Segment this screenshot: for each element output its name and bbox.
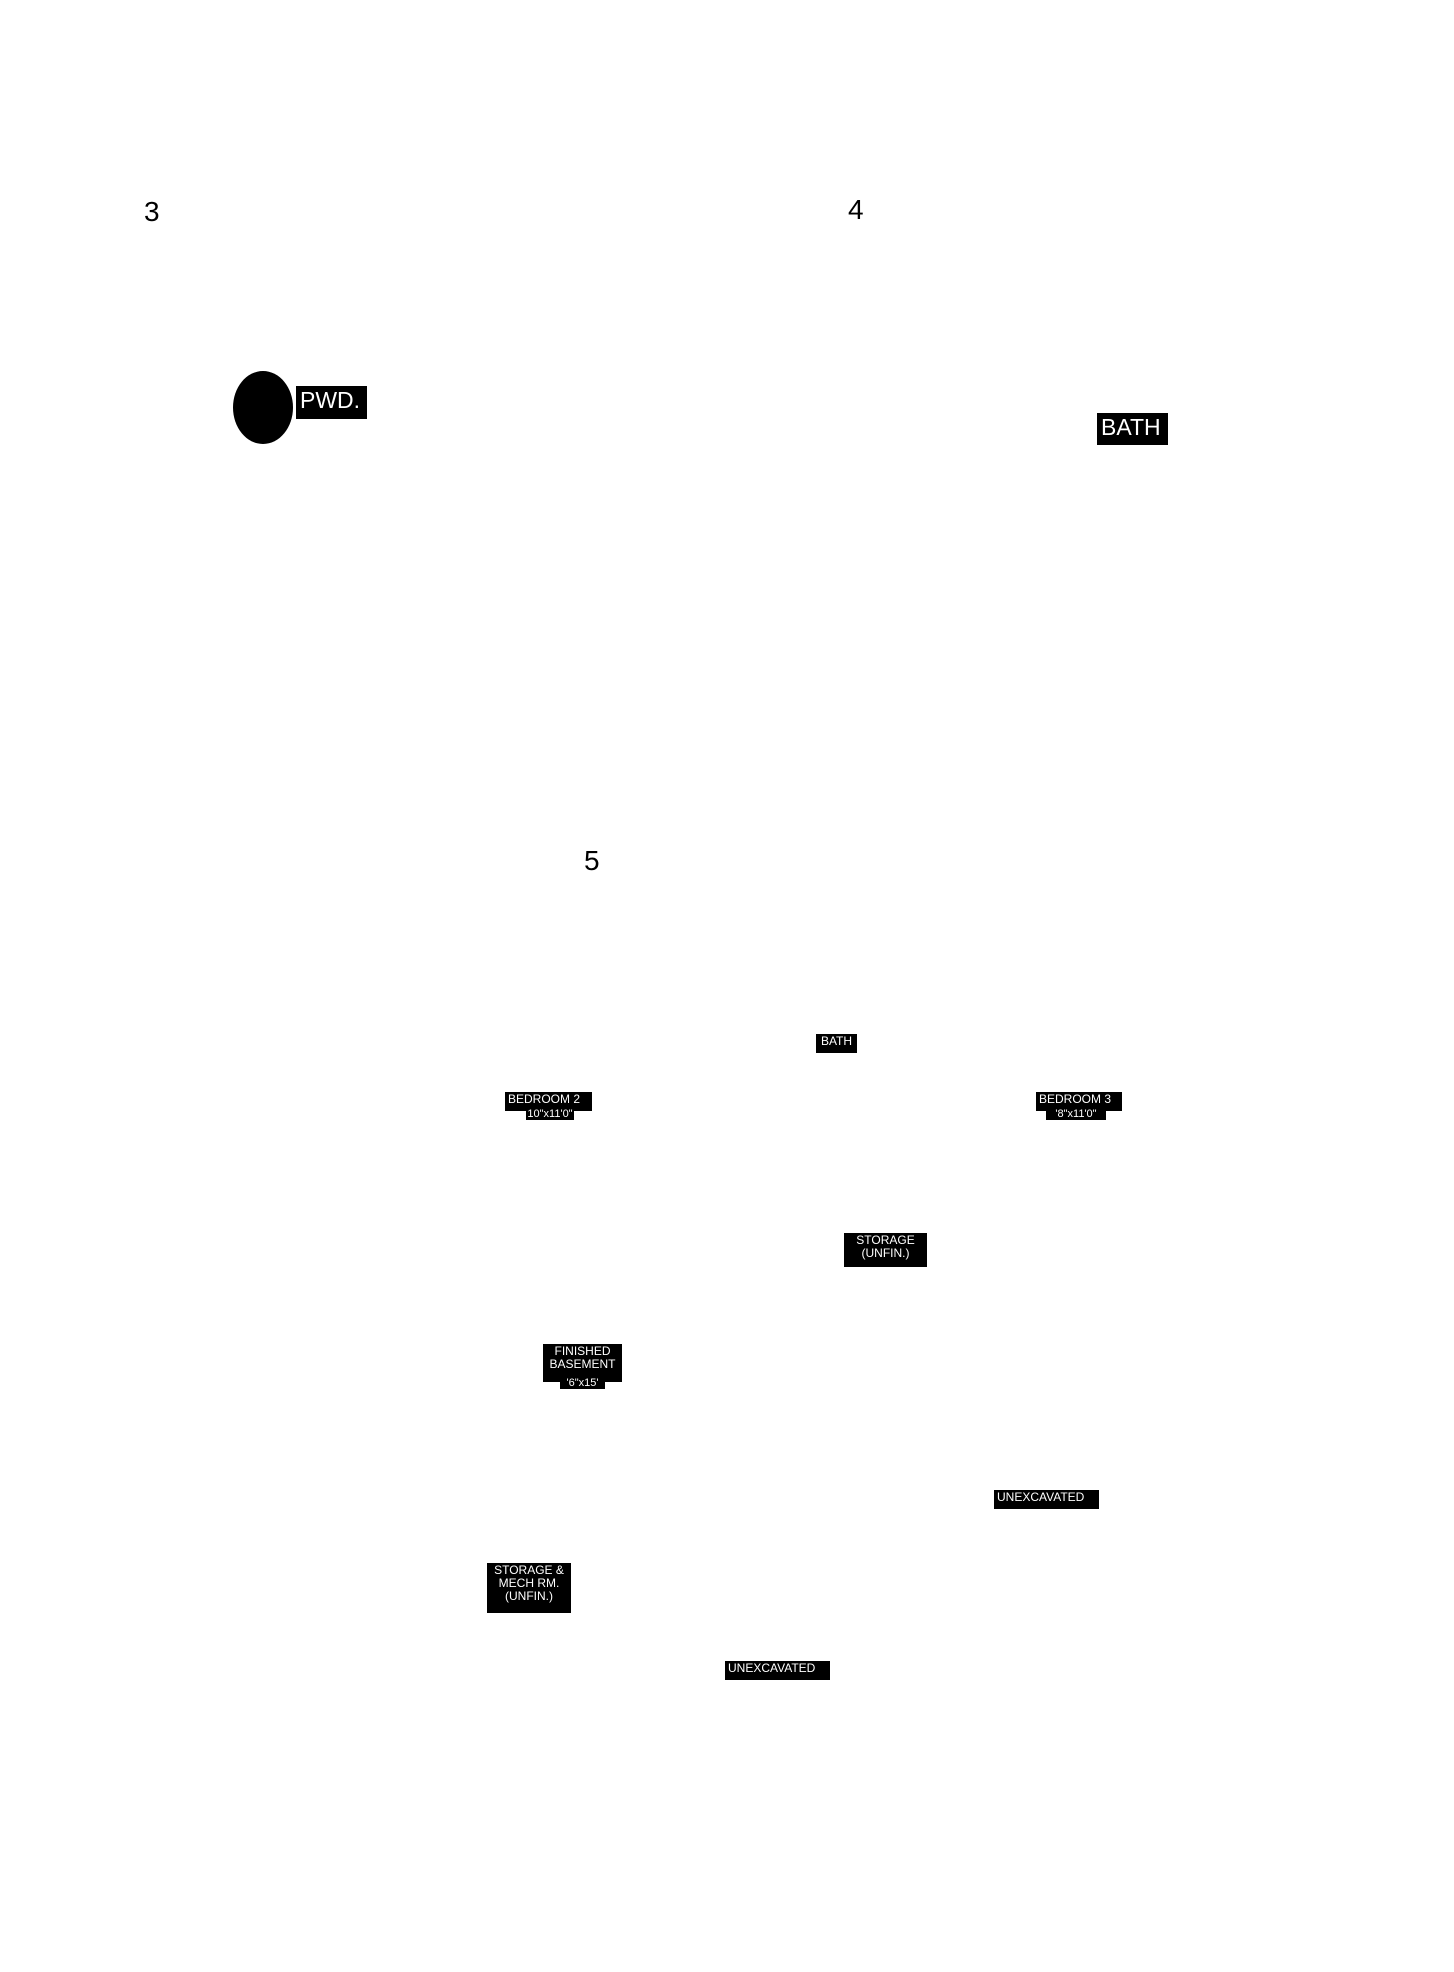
room-dimension-bedroom-2: 10"x11'0": [526, 1108, 574, 1120]
room-dimension-finished-basement: '6"x15': [560, 1377, 605, 1389]
room-label-unexcavated-2: UNEXCAVATED: [725, 1661, 830, 1680]
room-label-powder-room: PWD.: [296, 386, 367, 419]
pwd-marker-dot: [233, 371, 293, 444]
room-label-bath-upper: BATH: [1097, 413, 1168, 445]
plan-number-4: 4: [848, 194, 864, 225]
plan-number-3: 3: [144, 196, 160, 227]
plan-number-5: 5: [584, 845, 600, 876]
room-label-bedroom-2: BEDROOM 2: [505, 1092, 592, 1111]
room-label-bedroom-3: BEDROOM 3: [1036, 1092, 1122, 1111]
room-label-storage: STORAGE (UNFIN.): [844, 1233, 927, 1267]
room-dimension-bedroom-3: '8"x11'0": [1046, 1108, 1106, 1120]
room-label-unexcavated-1: UNEXCAVATED: [994, 1490, 1099, 1509]
room-label-bath-lower: BATH: [816, 1034, 857, 1053]
room-label-storage-mech: STORAGE & MECH RM. (UNFIN.): [487, 1563, 571, 1613]
room-label-finished-basement: FINISHED BASEMENT: [543, 1344, 622, 1382]
